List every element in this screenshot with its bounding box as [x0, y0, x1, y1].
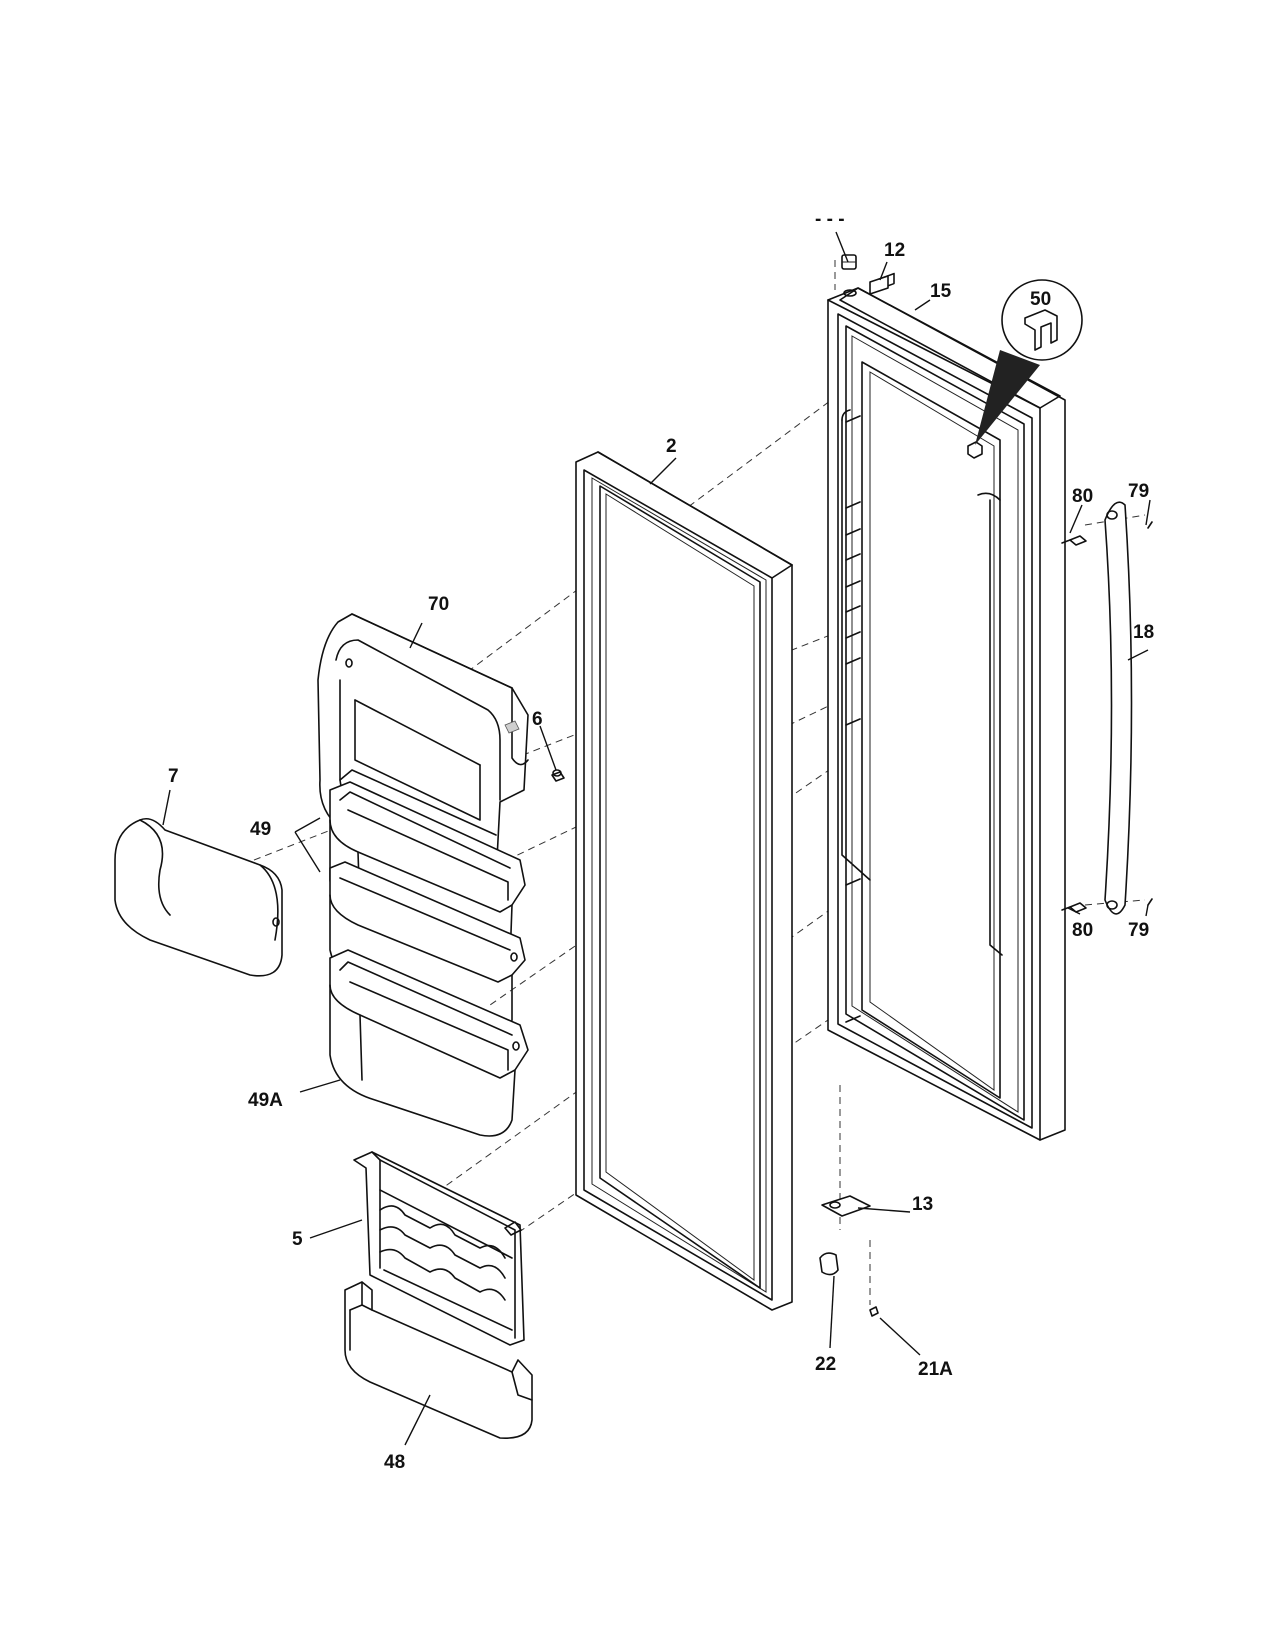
label-48: 48 — [384, 1452, 405, 1473]
label-70: 70 — [428, 594, 449, 615]
label-80-bottom: 80 — [1072, 920, 1093, 941]
label-49A: 49A — [248, 1090, 283, 1111]
part-labels: - - - 12 15 2 80 79 18 70 6 7 49 80 79 4… — [168, 209, 1154, 1473]
label-80-top: 80 — [1072, 486, 1093, 507]
part-6-clip — [551, 769, 565, 782]
part-50-callout: 50 — [975, 279, 1083, 445]
hinge-parts — [819, 1195, 879, 1317]
can-rack — [353, 1151, 525, 1346]
label-13: 13 — [912, 1194, 933, 1215]
label-21A: 21A — [918, 1359, 953, 1380]
dairy-cover — [114, 817, 283, 977]
label-5: 5 — [292, 1229, 303, 1250]
door-gasket — [575, 451, 793, 1311]
label-79-bottom: 79 — [1128, 920, 1149, 941]
label-49: 49 — [250, 819, 271, 840]
label-12: 12 — [884, 240, 905, 261]
label-50: 50 — [1030, 289, 1051, 310]
leader-lines — [162, 231, 1151, 1446]
label-top-dashes: - - - — [815, 209, 845, 230]
bottom-door-bin — [344, 1281, 533, 1439]
door-bin-large — [329, 949, 529, 1137]
label-79-top: 79 — [1128, 481, 1149, 502]
label-6: 6 — [532, 709, 543, 730]
part-12-label — [869, 275, 889, 295]
label-22: 22 — [815, 1354, 836, 1375]
label-7: 7 — [168, 766, 179, 787]
label-18: 18 — [1133, 622, 1154, 643]
label-2: 2 — [666, 436, 677, 457]
door-panel — [827, 254, 1066, 1141]
label-15: 15 — [930, 281, 952, 302]
door-handle — [1061, 501, 1153, 915]
